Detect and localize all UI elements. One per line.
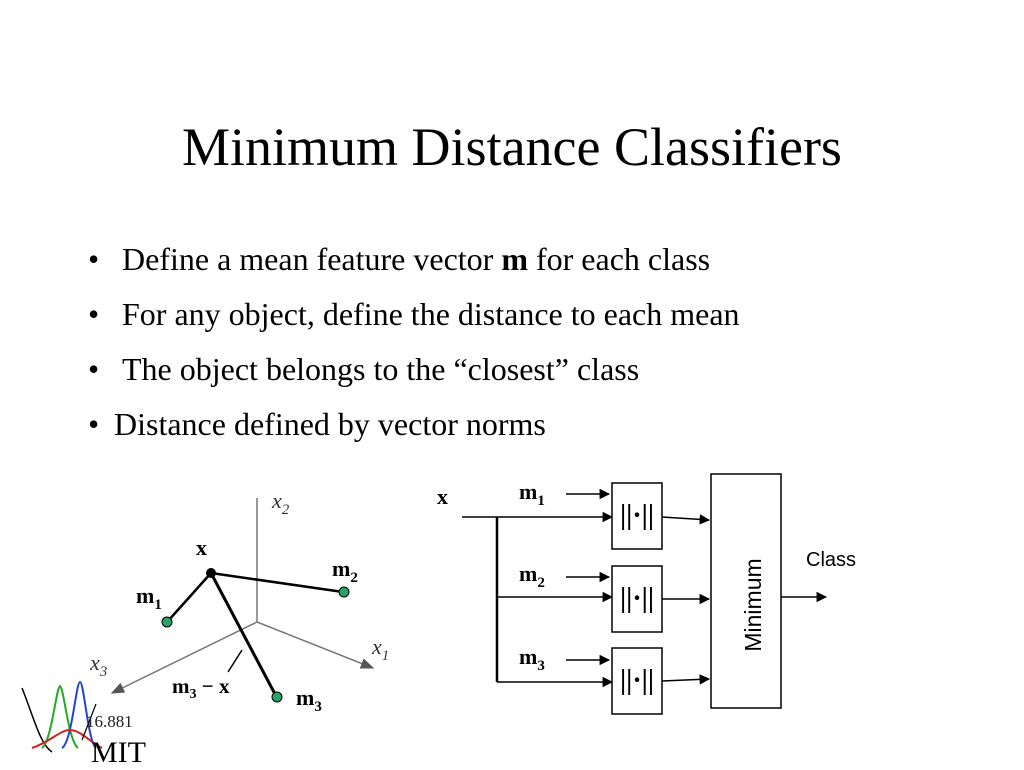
- bullet-item-2: • For any object, define the distance to …: [88, 287, 740, 342]
- x1-axis-label: x1: [371, 634, 389, 664]
- mean-2-label: m2: [332, 556, 358, 586]
- minimum-label: Minimum: [740, 558, 766, 651]
- norm-block-2: [611, 565, 663, 633]
- bullet-glyph: •: [88, 406, 100, 442]
- x3-axis-label: x3: [89, 650, 107, 680]
- difference-label: m3 − x: [172, 674, 230, 702]
- bullet-list: • Define a mean feature vector m for each…: [88, 232, 740, 452]
- x1-axis: [256, 621, 375, 669]
- distance-line-1: [167, 572, 212, 622]
- point-x-marker: [206, 568, 216, 578]
- classifier-block-diagram: x m1 m2 m3 ||·|| ||·|| ||·|| Minimum Cla…: [437, 473, 856, 715]
- x2-axis-label: x2: [271, 488, 290, 518]
- norm-output-3: [661, 674, 711, 685]
- mean-1-marker: [161, 616, 173, 628]
- norm-symbol-1: ||·||: [620, 500, 654, 531]
- mean-1-label: m1: [136, 583, 162, 613]
- bullet-text-end: for each class: [527, 241, 711, 277]
- feature-space-diagram: x2 x1 x3 x m1 m2 m3 m3 − x: [89, 488, 389, 715]
- bullet-item-3: • The object belongs to the “closest” cla…: [88, 342, 740, 397]
- slide-title: Minimum Distance Classifiers: [182, 117, 842, 177]
- distance-line-2: [210, 571, 344, 594]
- norm-symbol-2: ||·||: [620, 583, 654, 614]
- input-x-label: x: [437, 484, 448, 509]
- mean-1-input-label: m1: [519, 479, 545, 509]
- distance-line-3: [209, 572, 278, 697]
- mean-2-input-label: m2: [519, 561, 545, 591]
- course-number: 16.881: [86, 712, 133, 731]
- mean-2-marker: [338, 586, 350, 598]
- minimum-block: [710, 473, 782, 709]
- mean-3-marker: [271, 691, 283, 703]
- bullet-glyph: •: [88, 241, 100, 277]
- bullet-item-4: • Distance defined by vector norms: [88, 397, 740, 452]
- mean-3-label: m3: [296, 685, 322, 715]
- mean-3-input-label: m3: [519, 644, 545, 674]
- norm-block-3: [611, 647, 663, 715]
- x3-axis: [110, 621, 258, 694]
- norm-block-1: [611, 482, 663, 550]
- bullet-item-1: • Define a mean feature vector m for each…: [88, 232, 740, 287]
- difference-leader: [227, 649, 243, 673]
- class-output-label: Class: [806, 549, 856, 571]
- institution-label: MIT: [91, 736, 146, 769]
- bullet-text: The object belongs to the “closest” clas…: [122, 351, 640, 387]
- norm-symbol-3: ||·||: [620, 665, 654, 696]
- bullet-text: Define a mean feature vector: [122, 241, 502, 277]
- bullet-glyph: •: [88, 351, 100, 387]
- bullet-text: For any object, define the distance to e…: [122, 296, 740, 332]
- bullet-bold-term: m: [501, 241, 528, 277]
- point-x-label: x: [196, 535, 207, 560]
- norm-output-1: [661, 514, 711, 525]
- bullet-text: Distance defined by vector norms: [114, 406, 546, 442]
- bullet-glyph: •: [88, 296, 100, 332]
- gaussian-curves-logo: [21, 680, 103, 753]
